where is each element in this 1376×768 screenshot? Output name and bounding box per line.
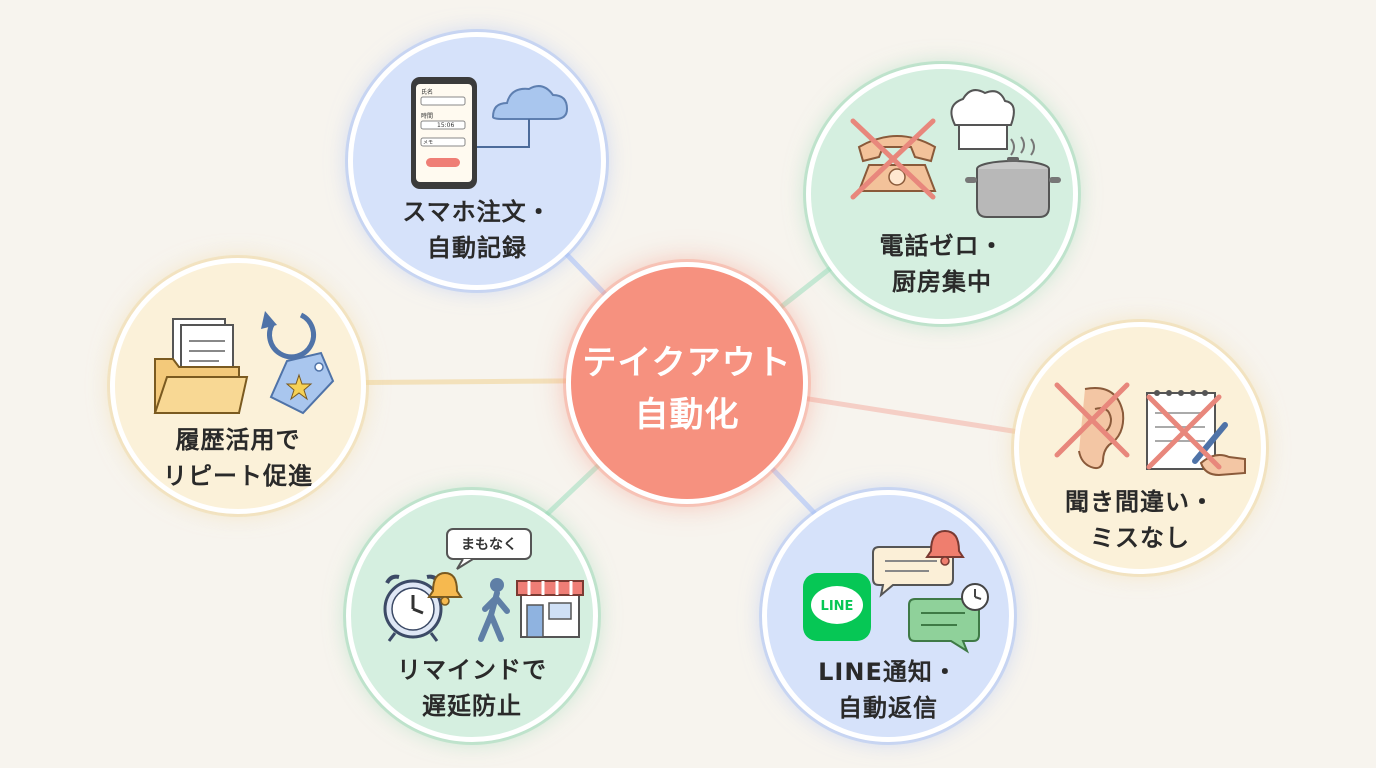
- star-tag-icon: [269, 351, 335, 415]
- cross-icon: [1146, 394, 1222, 470]
- node-label-line2: 自動返信: [838, 694, 938, 722]
- node-label-line1: 聞き間違い・: [1065, 488, 1215, 516]
- clock-icon: [961, 583, 989, 611]
- refresh-arrow-icon: [261, 311, 316, 360]
- chef-hat-icon: [950, 89, 1015, 150]
- bell-icon: [427, 571, 463, 606]
- store-icon: [516, 580, 584, 638]
- node-no-mistakes: 聞き間違い・ ミスなし: [1014, 322, 1266, 574]
- cross-icon: [1054, 382, 1130, 458]
- bell-icon: [925, 529, 965, 566]
- center-node: テイクアウト 自動化: [566, 262, 808, 504]
- line-app-icon: [803, 573, 871, 641]
- reminder-illustration: まもなく: [383, 528, 584, 642]
- kitchen-illustration: [850, 89, 1061, 218]
- history-repeat-illustration: [153, 311, 335, 415]
- chat-bubble-icon: [908, 598, 980, 654]
- cloud-icon: [477, 85, 569, 148]
- node-smartphone-order: 氏名 時間 15:06 メモ スマホ注文・ 自動記録: [348, 32, 606, 290]
- line-notification-illustration: LINE: [803, 529, 989, 654]
- node-reminder: まもなく: [346, 490, 598, 742]
- node-line-notify: LINE LINE通知・ 自動返信: [762, 490, 1014, 742]
- node-label-line2: ミスなし: [1090, 524, 1190, 552]
- node-label-line1: スマホ注文・: [402, 198, 552, 226]
- line-logo-text: LINE: [821, 599, 854, 614]
- center-title-line1: テイクアウト: [582, 343, 792, 383]
- node-label-line2: リピート促進: [163, 462, 313, 490]
- center-title-line2: 自動化: [634, 395, 740, 435]
- cross-icon: [850, 118, 936, 200]
- node-label-line1: 履歴活用で: [175, 426, 301, 454]
- speech-bubble-icon: [446, 528, 532, 570]
- ear-notepad-illustration: [1054, 382, 1246, 477]
- phone-field-name: 氏名: [421, 88, 433, 96]
- node-label-line2: 厨房集中: [892, 268, 992, 296]
- phone-field-time: 時間: [421, 112, 433, 120]
- node-zero-calls: 電話ゼロ・ 厨房集中: [806, 64, 1078, 324]
- node-label-line1: リマインドで: [397, 656, 547, 684]
- smartphone-cloud-illustration: 氏名 時間 15:06 メモ: [411, 77, 569, 189]
- node-label-line1: LINE通知・: [818, 658, 958, 686]
- phone-time-value: 15:06: [437, 122, 454, 129]
- documents-folder-icon: [153, 318, 249, 414]
- cooking-pot-icon: [965, 136, 1061, 218]
- smartphone-icon: [411, 77, 477, 189]
- node-label-line2: 遅延防止: [422, 692, 522, 720]
- node-repeat: 履歴活用で リピート促進: [110, 258, 366, 514]
- walking-person-icon: [478, 578, 510, 642]
- phone-field-memo: メモ: [423, 140, 433, 146]
- node-label-line2: 自動記録: [427, 234, 527, 262]
- node-label-line1: 電話ゼロ・: [879, 232, 1005, 260]
- reminder-bubble-text: まもなく: [461, 537, 517, 553]
